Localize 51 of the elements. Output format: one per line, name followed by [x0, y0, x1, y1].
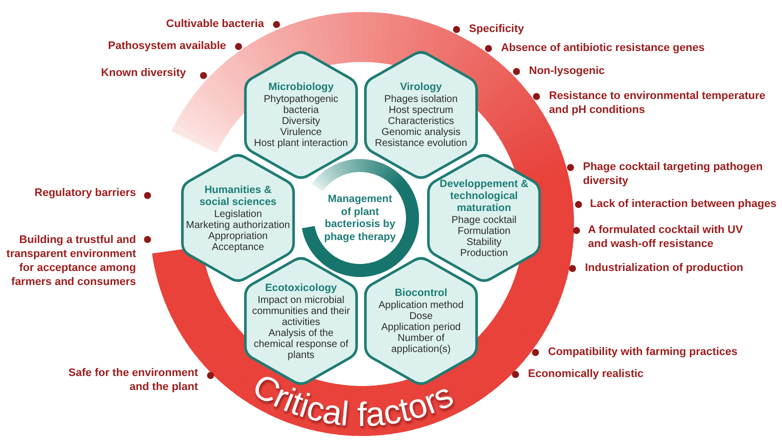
center-title: Management of plant bacteriosis by phage therapy [323, 193, 397, 243]
topic-text: Resistance evolution [374, 138, 468, 149]
topic-text: Stability [466, 236, 502, 248]
topic-text: Host plant interaction [254, 138, 348, 149]
factor-label: Regulatory barriers [34, 186, 136, 200]
topic-text: Dose [409, 311, 433, 322]
factor-label: Absence of antibiotic resistance genes [501, 41, 705, 55]
topic-text: Phage cocktail [451, 214, 517, 226]
discipline-hexagon [364, 255, 478, 387]
factor-label: Non-lysogenic [529, 64, 605, 78]
factor-label: Lack of interaction between phages [590, 197, 776, 211]
topic-text: Virulence [280, 127, 322, 138]
topic-text: Analysis of the chemical response of plants [252, 328, 350, 360]
factor-label: Pathosystem available [108, 39, 226, 53]
discipline-hexagon [364, 49, 478, 181]
discipline-title: Developpement & technological maturation [439, 178, 529, 214]
factor-label: A formulated cocktail with UV and wash-off resistance [588, 223, 744, 251]
factor-label: Known diversity [101, 66, 186, 80]
topic-text: Diversity [282, 116, 320, 127]
topic-text: Number of application(s) [390, 333, 452, 355]
topic-text: Characteristics [388, 116, 454, 127]
factor-label: Specificity [469, 22, 524, 36]
factor-label: Building a trustful and transparent environment for acceptance among farmers and consumers [5, 233, 136, 289]
discipline-title: Microbiology [268, 81, 334, 93]
topic-text: Host spectrum [388, 105, 454, 116]
discipline-title: Virology [400, 81, 442, 93]
topic-text: Application period [381, 322, 461, 333]
topic-text: Acceptance [212, 242, 264, 252]
topic-text: Formulation [458, 226, 510, 236]
topic-text: Phages isolation [384, 94, 458, 105]
factor-label: Resistance to environmental temperature and pH conditions [549, 89, 766, 117]
topic-text: Appropriation [208, 230, 268, 242]
topic-text: Legislation [214, 208, 262, 220]
discipline-hexagon [181, 152, 295, 284]
topic-text: Genomic analysis [382, 127, 460, 138]
discipline-hexagon [244, 49, 358, 181]
factor-label: Compatibility with farming practices [548, 345, 738, 359]
discipline-title: Ecotoxicology [265, 282, 337, 294]
topic-text: Application method [378, 300, 464, 311]
factor-label: Phage cocktail targeting pathogen diversity [583, 160, 764, 188]
factor-label: Economically realistic [528, 367, 644, 381]
discipline-title: Humanities & social sciences [198, 184, 278, 208]
factor-label: Industrialization of production [585, 261, 744, 275]
topic-text: Marketing authorization [186, 220, 290, 230]
topic-text: Phytopathogenic bacteria [262, 94, 340, 116]
discipline-hexagon [427, 152, 541, 284]
discipline-title: Biocontrol [394, 287, 448, 299]
topic-text: Production [460, 248, 508, 258]
topic-text: Impact on microbial communities and their activities [251, 294, 351, 328]
factor-label: Cultivable bacteria [166, 17, 264, 31]
factor-label: Safe for the environment and the plant [67, 366, 198, 394]
